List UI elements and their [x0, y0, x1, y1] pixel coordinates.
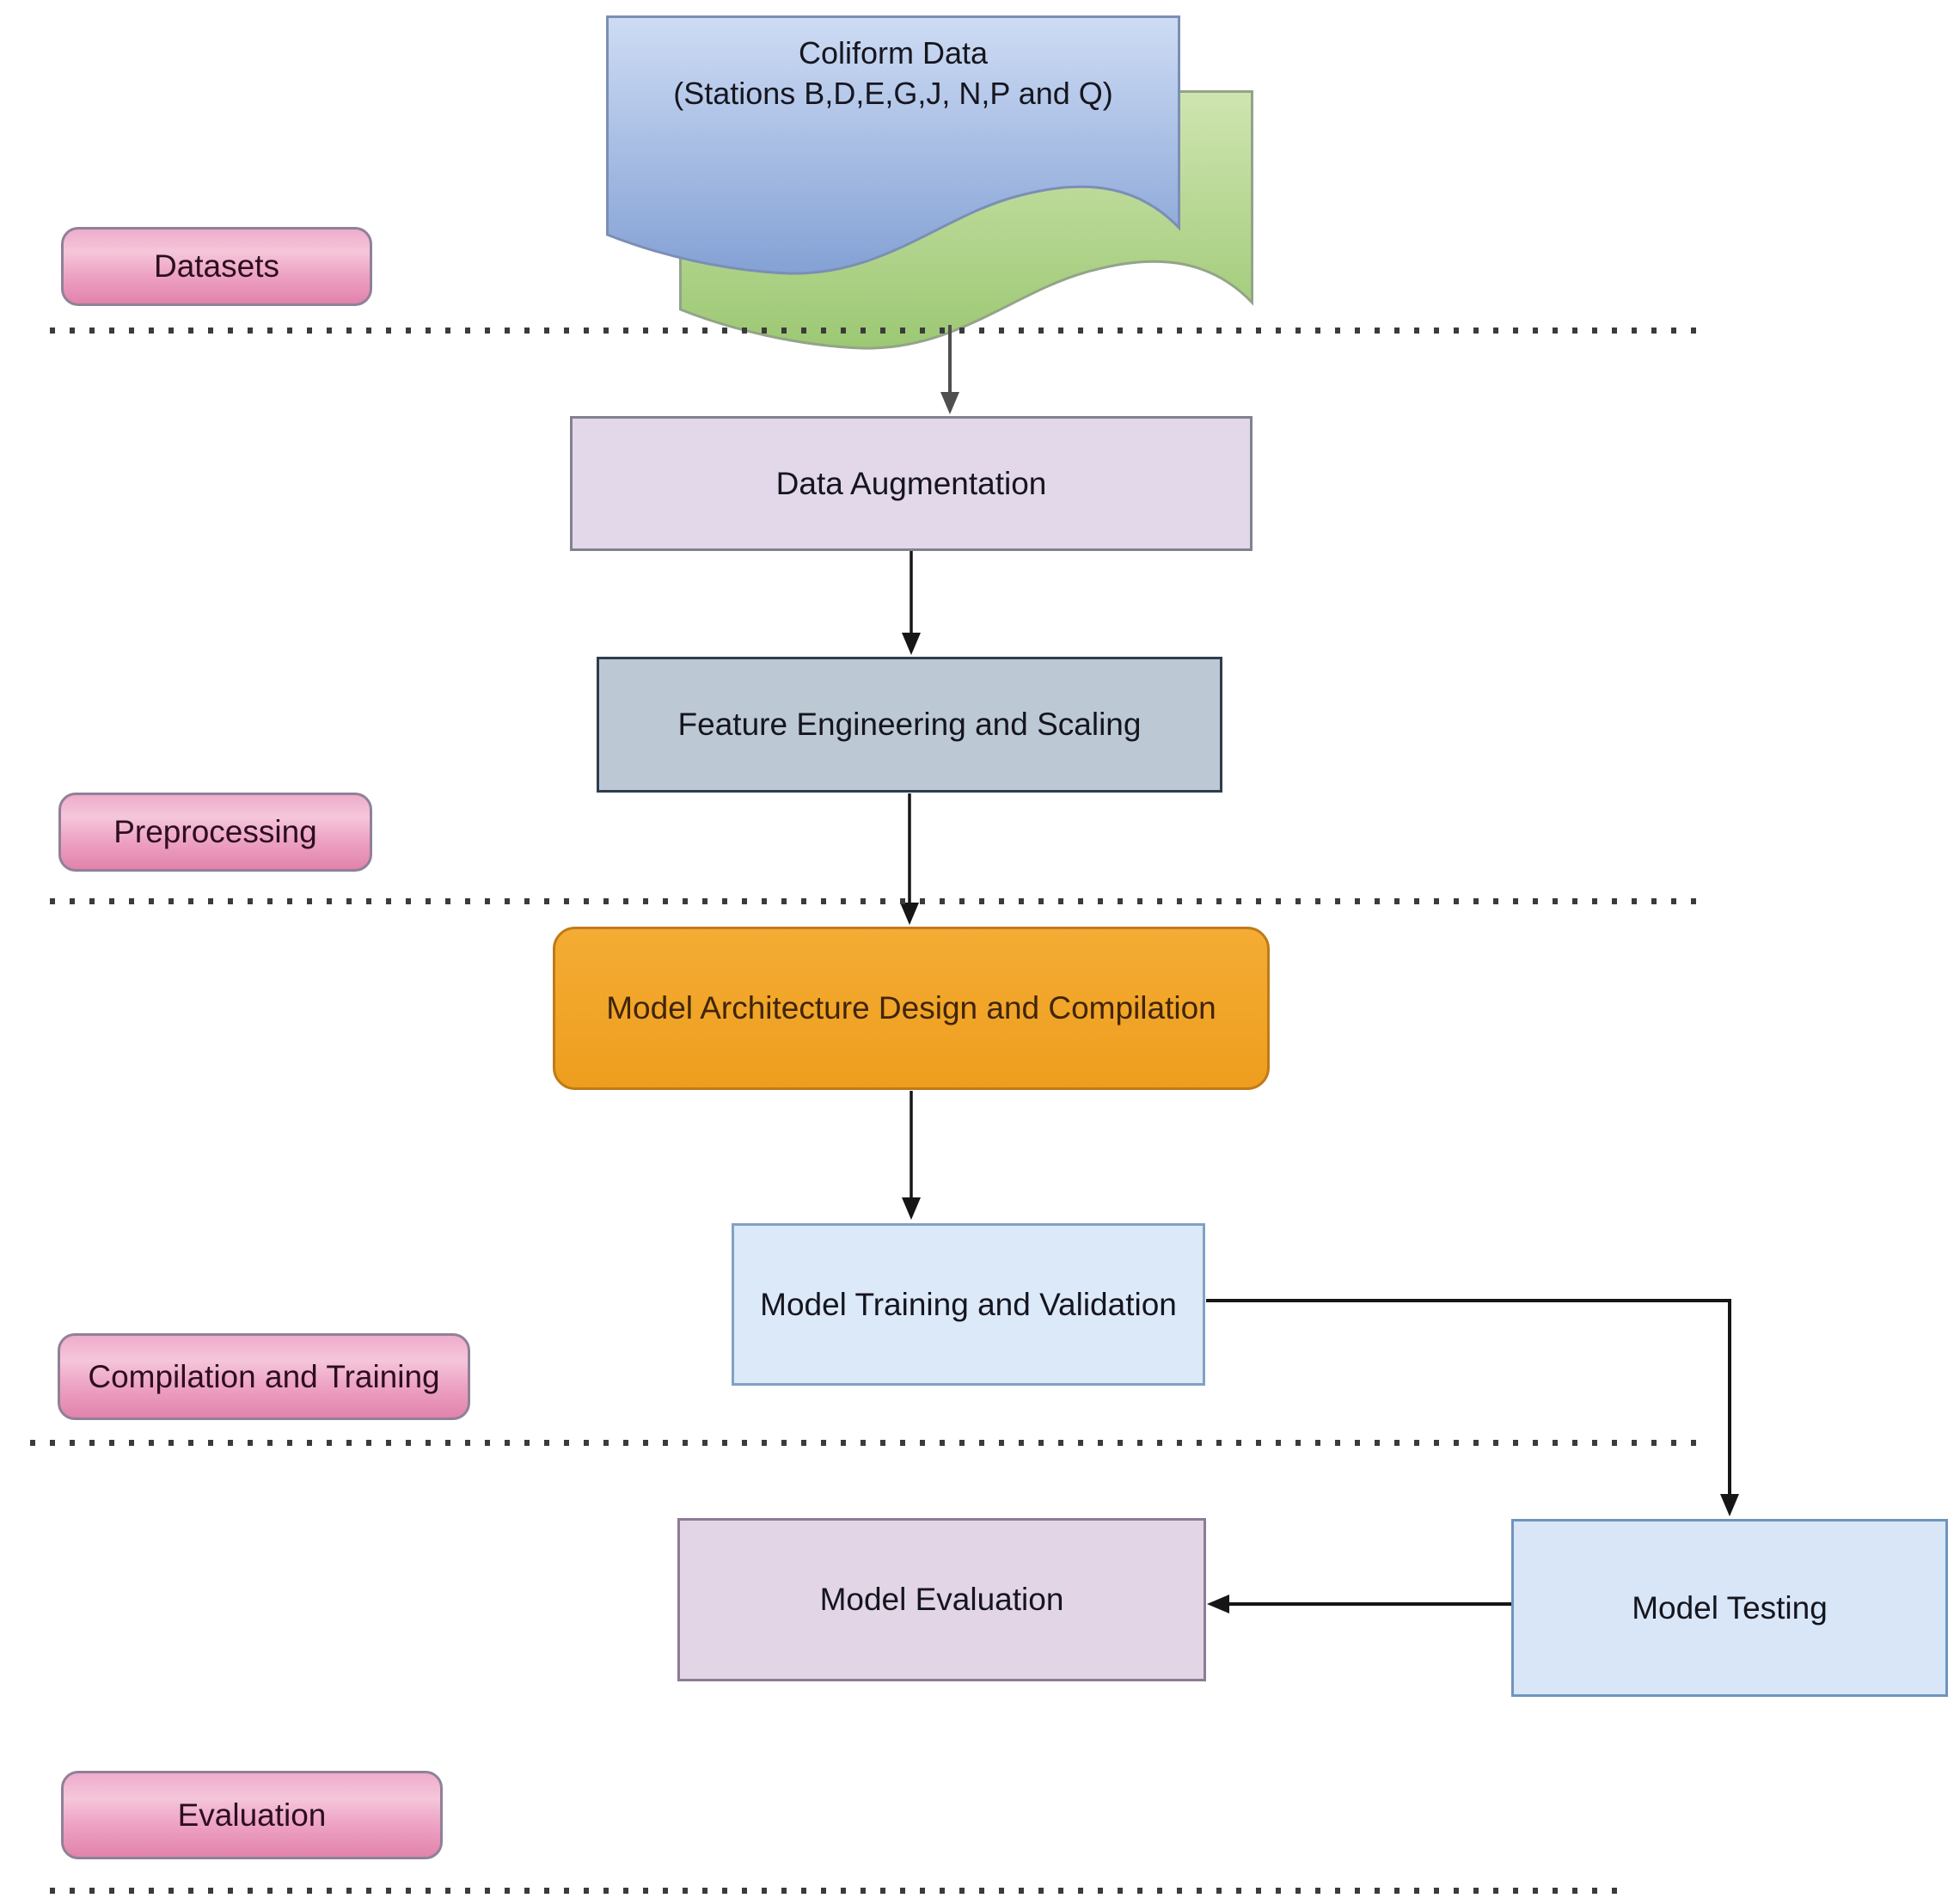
node-data-augmentation: Data Augmentation	[570, 416, 1253, 551]
node-model-architecture-design-and-compilation: Model Architecture Design and Compilatio…	[553, 927, 1270, 1090]
stage-label-datasets: Datasets	[61, 227, 372, 306]
dataset-document-line1: Coliform Data	[798, 35, 989, 70]
separator-compilation-and-training	[30, 1440, 1698, 1446]
node-feature-engineering-and-scaling-text: Feature Engineering and Scaling	[677, 707, 1142, 742]
node-feature-engineering-and-scaling: Feature Engineering and Scaling	[597, 657, 1222, 793]
stage-label-evaluation-text: Evaluation	[177, 1797, 327, 1833]
stage-label-preprocessing-text: Preprocessing	[113, 814, 317, 849]
node-model-evaluation: Model Evaluation	[677, 1518, 1206, 1681]
arrow-model-training-to-model-testing	[1206, 1299, 1739, 1516]
stage-label-datasets-text: Datasets	[153, 248, 279, 284]
stage-label-preprocessing: Preprocessing	[58, 793, 372, 872]
arrow-model-architecture-to-model-training	[902, 1091, 921, 1220]
dataset-document-blue	[606, 15, 1180, 275]
node-model-testing-text: Model Testing	[1632, 1589, 1828, 1626]
arrow-model-testing-to-model-evaluation	[1207, 1595, 1511, 1613]
dataset-document-line2: (Stations B,D,E,G,J, N,P and Q)	[673, 76, 1113, 111]
node-model-testing: Model Testing	[1511, 1519, 1948, 1697]
dataset-document-label: Coliform Data (Stations B,D,E,G,J, N,P a…	[606, 33, 1180, 113]
stage-label-compilation-and-training: Compilation and Training	[58, 1333, 470, 1420]
arrow-feature-engineering-to-model-architecture	[900, 793, 919, 925]
node-model-training-and-validation: Model Training and Validation	[732, 1223, 1205, 1386]
separator-evaluation	[50, 1888, 1627, 1894]
node-model-evaluation-text: Model Evaluation	[819, 1582, 1064, 1617]
stage-label-evaluation: Evaluation	[61, 1771, 443, 1859]
node-model-architecture-design-and-compilation-text: Model Architecture Design and Compilatio…	[606, 990, 1216, 1026]
arrow-document-to-data-augmentation	[940, 325, 959, 414]
separator-datasets	[50, 328, 1711, 334]
separator-preprocessing	[50, 898, 1711, 904]
node-data-augmentation-text: Data Augmentation	[775, 465, 1047, 501]
node-model-training-and-validation-text: Model Training and Validation	[760, 1286, 1177, 1322]
arrow-data-augmentation-to-feature-engineering	[902, 551, 921, 655]
stage-label-compilation-and-training-text: Compilation and Training	[88, 1358, 440, 1394]
